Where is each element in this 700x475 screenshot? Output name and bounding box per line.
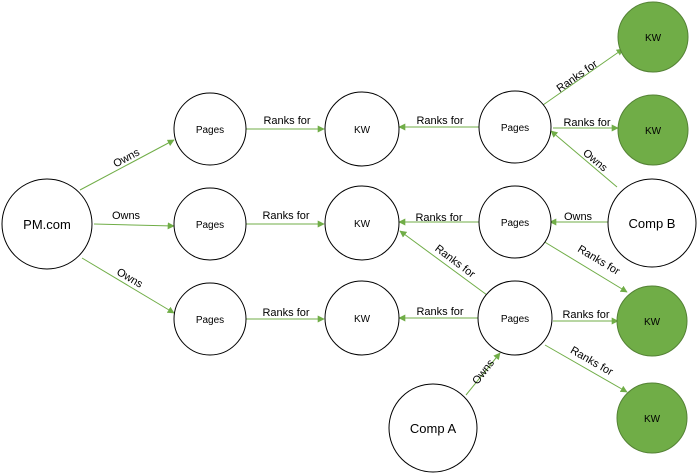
node-kw-mid: KW	[324, 185, 400, 261]
label-ranks-right-top: Ranks for	[416, 115, 463, 127]
node-green-kw-1-label: KW	[645, 33, 662, 44]
label-ranks-green-mid-diagonal: Ranks for	[575, 243, 622, 278]
node-right-pages-mid-label: Pages	[501, 218, 529, 229]
node-pm-pages-top-label: Pages	[196, 125, 224, 136]
label-ranks-green-bottom-diagonal: Ranks for	[568, 344, 615, 378]
node-kw-bottom-label: KW	[354, 314, 371, 325]
edge-right-pages-bottom-ranks-kw-mid	[399, 230, 488, 296]
edge-pages-top-ranks-green-kw-1	[542, 48, 624, 106]
node-comp-b-label: Comp B	[629, 216, 676, 231]
node-pm: PM.com	[1, 178, 93, 270]
node-green-kw-3: KW	[616, 285, 688, 357]
node-kw-bottom: KW	[324, 280, 400, 356]
label-owns-mid: Owns	[112, 210, 141, 222]
node-green-kw-2: KW	[617, 94, 689, 166]
label-ranks-right-mid: Ranks for	[415, 212, 462, 224]
label-ranks-right-diagonal: Ranks for	[432, 243, 477, 281]
node-right-pages-bottom-label: Pages	[501, 314, 529, 325]
edges	[79, 48, 628, 396]
node-green-kw-1: KW	[617, 1, 689, 73]
node-right-pages-top: Pages	[478, 90, 552, 164]
node-pm-pages-bottom-label: Pages	[196, 315, 224, 326]
node-kw-top: KW	[324, 91, 400, 167]
node-pm-label: PM.com	[23, 217, 71, 232]
node-right-pages-mid: Pages	[478, 185, 552, 259]
node-pm-pages-mid-label: Pages	[196, 220, 224, 231]
node-comp-b: Comp B	[607, 178, 697, 268]
label-ranks-pm-top: Ranks for	[263, 115, 310, 127]
label-ranks-green-top-diagonal: Ranks for	[555, 58, 601, 95]
edge-pm-owns-pages-top	[79, 139, 175, 191]
label-ranks-green-bottom: Ranks for	[562, 309, 609, 321]
edge-pm-owns-pages-mid	[93, 222, 175, 230]
node-pm-pages-bottom: Pages	[173, 282, 247, 356]
node-right-pages-bottom: Pages	[477, 280, 553, 356]
node-green-kw-4-label: KW	[644, 414, 661, 425]
node-pm-pages-mid: Pages	[173, 187, 247, 261]
label-ranks-green-top: Ranks for	[563, 117, 610, 129]
label-owns-bottom: Owns	[114, 266, 145, 291]
node-kw-mid-label: KW	[354, 219, 371, 230]
label-ranks-right-bottom: Ranks for	[416, 306, 463, 318]
node-kw-top-label: KW	[354, 125, 371, 136]
label-owns-compb-mid: Owns	[564, 211, 593, 223]
node-green-kw-4: KW	[616, 382, 688, 454]
node-comp-a-label: Comp A	[410, 421, 457, 436]
label-ranks-pm-mid: Ranks for	[262, 210, 309, 222]
label-ranks-pm-bottom: Ranks for	[262, 307, 309, 319]
label-owns-top: Owns	[111, 146, 142, 170]
edge-compa-owns-pages	[465, 352, 501, 396]
edge-pm-owns-pages-bottom	[81, 257, 175, 314]
edge-pages-mid-ranks-green-kw	[542, 240, 628, 293]
node-green-kw-3-label: KW	[644, 317, 661, 328]
node-pm-pages-top: Pages	[173, 92, 247, 166]
node-green-kw-2-label: KW	[645, 126, 662, 137]
edge-compb-owns-pages-top	[550, 130, 618, 188]
edge-pages-bottom-ranks-green-kw-2	[544, 344, 628, 393]
node-right-pages-top-label: Pages	[501, 123, 529, 134]
node-comp-a: Comp A	[388, 383, 478, 473]
label-owns-compb-top: Owns	[580, 147, 610, 175]
